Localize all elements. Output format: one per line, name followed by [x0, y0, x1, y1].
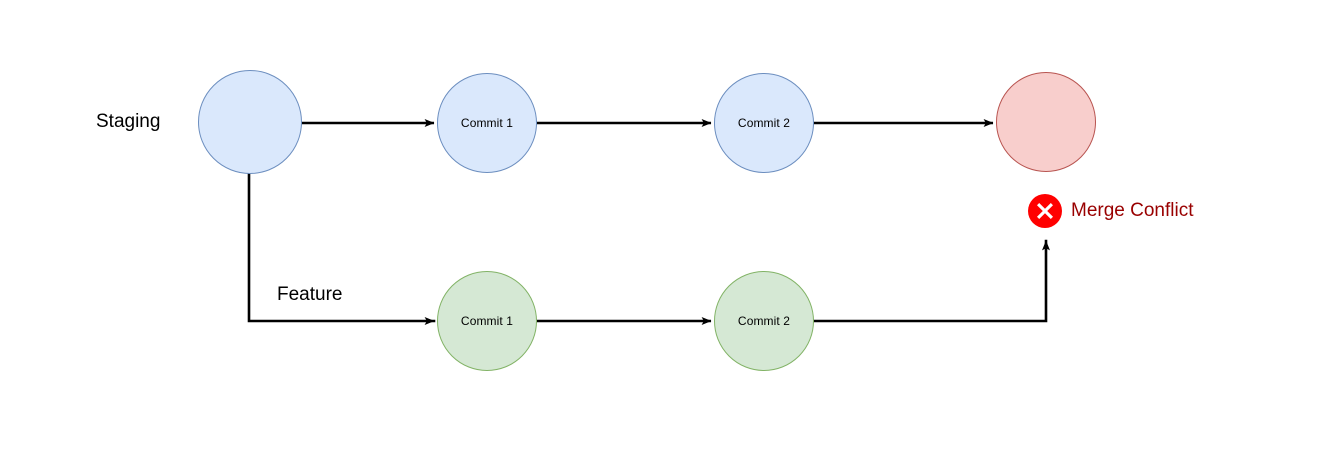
node-feature-commit-2[interactable]: Commit 2 — [714, 271, 814, 371]
merge-conflict-annotation: Merge Conflict — [1028, 194, 1194, 228]
node-label: Commit 1 — [460, 116, 514, 130]
node-feature-commit-1[interactable]: Commit 1 — [437, 271, 537, 371]
node-label: Commit 1 — [460, 314, 514, 328]
connector-feature-commit-2-to-merge — [812, 239, 1050, 323]
node-staging-commit-1[interactable]: Commit 1 — [437, 73, 537, 173]
node-staging-root[interactable] — [198, 70, 302, 174]
node-merge-target[interactable] — [996, 72, 1096, 172]
node-label: Commit 2 — [737, 314, 791, 328]
error-x-icon — [1028, 194, 1062, 228]
node-staging-commit-2[interactable]: Commit 2 — [714, 73, 814, 173]
merge-conflict-label: Merge Conflict — [1071, 200, 1194, 221]
branch-label-feature: Feature — [277, 284, 343, 305]
branch-label-staging: Staging — [96, 111, 161, 132]
connector-root-to-feature-commit-1 — [247, 172, 436, 325]
node-label: Commit 2 — [737, 116, 791, 130]
